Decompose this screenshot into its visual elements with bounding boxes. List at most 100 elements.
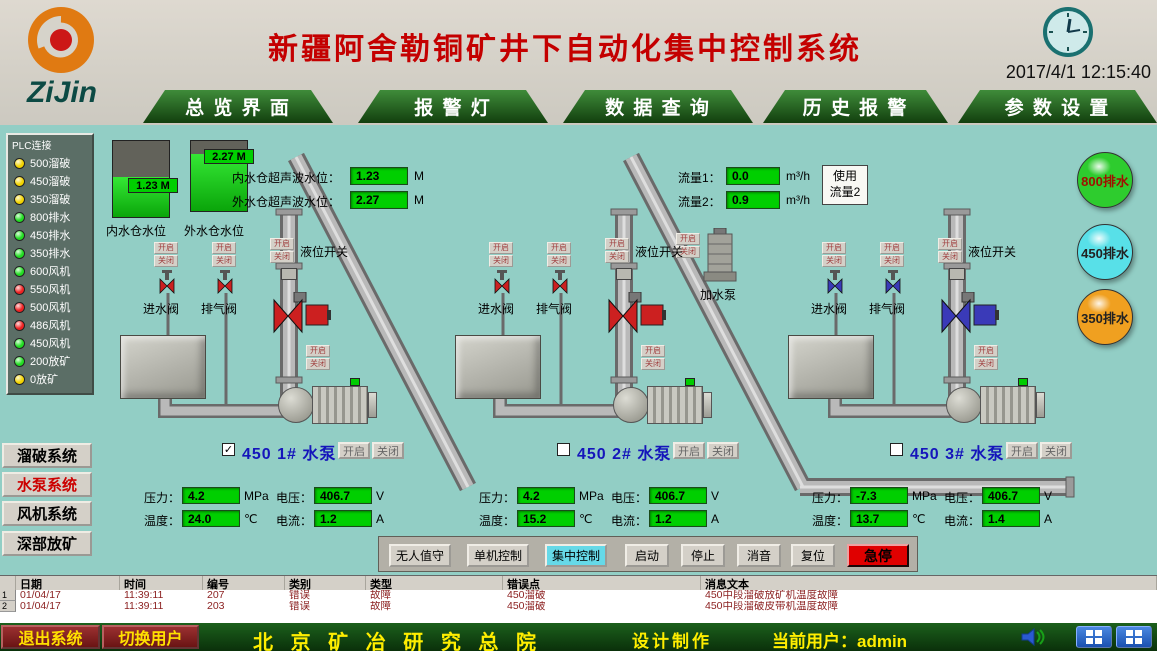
pump-select-checkbox[interactable]: ✓ [222, 443, 235, 456]
speaker-icon[interactable] [1020, 627, 1048, 647]
header: ZiJin 新疆阿舍勒铜矿井下自动化集中控制系统 2017/4/1 12:15:… [0, 0, 1157, 125]
main-valve[interactable] [603, 292, 667, 340]
reset-button[interactable]: 复位 [791, 544, 835, 567]
alarm-table: 日期 时间 编号 类别 类型 错误点 消息文本 1 01/04/17 11:39… [0, 575, 1157, 623]
pump-name: 450 1# 水泵 [242, 446, 337, 463]
temperature-label: 温度： [144, 514, 181, 528]
pump-unit-3: 开启 关闭 进水阀 开启 关闭 排气阀 开启 关闭 液位开关 [778, 230, 1078, 530]
sysbtn-pump[interactable]: 水泵系统 [2, 472, 92, 497]
use-flow2-button[interactable]: 使用 流量2 [822, 165, 868, 205]
level-switch-close-button[interactable]: 关闭 [270, 251, 294, 263]
footer-bar: 退出系统 切换用户 北 京 矿 冶 研 究 总 院 设计制作 当前用户：admi… [0, 623, 1157, 651]
datetime-display: 2017/4/1 12:15:40 [1005, 62, 1151, 82]
pump-select-checkbox[interactable] [557, 443, 570, 456]
outer-ultrasonic-value: 2.27 [350, 191, 408, 209]
plc-status-lamp [14, 211, 25, 223]
plc-status-item: 500溜破 [14, 155, 70, 171]
unattended-button[interactable]: 无人值守 [389, 544, 451, 567]
main-valve-close-button[interactable]: 关闭 [974, 358, 998, 370]
tab-history-alarm[interactable]: 历 史 报 警 [763, 90, 948, 123]
windows-taskbar-icon[interactable] [1116, 626, 1152, 648]
motor-cap [1036, 392, 1045, 418]
level-switch-close-button[interactable]: 关闭 [605, 251, 629, 263]
outer-sump-level-value: 2.27 M [204, 149, 254, 164]
main-valve-open-button[interactable]: 开启 [306, 345, 330, 357]
add-pump-close-button[interactable]: 关闭 [676, 246, 700, 258]
windows-taskbar-icon[interactable] [1076, 626, 1112, 648]
main-valve-close-button[interactable]: 关闭 [641, 358, 665, 370]
inlet-valve-open-button[interactable]: 开启 [822, 242, 846, 254]
level-switch-open-button[interactable]: 开启 [938, 238, 962, 250]
plc-status-item: 600风机 [14, 263, 70, 279]
level-switch-label: 液位开关 [968, 245, 1017, 259]
motor-cap [368, 392, 377, 418]
water-tank [455, 335, 541, 399]
pump-name: 450 2# 水泵 [577, 446, 672, 463]
tab-overview[interactable]: 总 览 界 面 [143, 90, 333, 123]
main-valve[interactable] [936, 292, 1000, 340]
main-valve[interactable] [268, 292, 332, 340]
pump-select-checkbox[interactable] [890, 443, 903, 456]
exhaust-valve-close-button[interactable]: 关闭 [547, 255, 571, 267]
tab-parameter-settings[interactable]: 参 数 设 置 [958, 90, 1157, 123]
start-button[interactable]: 启动 [625, 544, 669, 567]
alarm-row[interactable]: 1 01/04/17 11:39:11 207 错误 故障 450溜破 450中… [0, 590, 839, 601]
inlet-valve-close-button[interactable]: 关闭 [489, 255, 513, 267]
flow1-value: 0.0 [726, 167, 780, 185]
alarm-row[interactable]: 2 01/04/17 11:39:11 203 错误 故障 450溜破 450中… [0, 601, 839, 612]
drain-350-button[interactable]: 350排水 [1077, 289, 1133, 345]
sysbtn-fan[interactable]: 风机系统 [2, 501, 92, 526]
exhaust-valve-open-button[interactable]: 开启 [212, 242, 236, 254]
sysbtn-deep-drawing[interactable]: 深部放矿 [2, 531, 92, 556]
pressure-readout: 4.2 [517, 487, 575, 504]
plc-status-item: 486风机 [14, 317, 70, 333]
tab-alarm-lamp[interactable]: 报 警 灯 [358, 90, 548, 123]
exhaust-valve-open-button[interactable]: 开启 [547, 242, 571, 254]
pressure-readout: -7.3 [850, 487, 908, 504]
plc-status-item: 350排水 [14, 245, 70, 261]
tab-data-query[interactable]: 数 据 查 询 [563, 90, 753, 123]
col-error-point: 错误点 [503, 576, 701, 590]
outer-ultrasonic-label: 外水仓超声波水位： [232, 195, 341, 209]
pump-open-button[interactable]: 开启 [338, 442, 370, 459]
central-control-button[interactable]: 集中控制 [545, 544, 607, 567]
mute-button[interactable]: 消音 [737, 544, 781, 567]
inlet-valve-open-button[interactable]: 开启 [154, 242, 178, 254]
exhaust-valve-open-button[interactable]: 开启 [880, 242, 904, 254]
level-switch-close-button[interactable]: 关闭 [938, 251, 962, 263]
main-valve-open-button[interactable]: 开启 [641, 345, 665, 357]
add-pump-open-button[interactable]: 开启 [676, 233, 700, 245]
level-switch-icon [616, 268, 632, 280]
drain-450-button[interactable]: 450排水 [1077, 224, 1133, 280]
inlet-valve-close-button[interactable]: 关闭 [822, 255, 846, 267]
drain-800-button[interactable]: 800排水 [1077, 152, 1133, 208]
pump-close-button[interactable]: 关闭 [707, 442, 739, 459]
current-user: 当前用户：admin [772, 632, 908, 651]
sysbtn-crushing[interactable]: 溜破系统 [2, 443, 92, 468]
pump-close-button[interactable]: 关闭 [372, 442, 404, 459]
switch-user-button[interactable]: 切换用户 [102, 625, 199, 649]
exhaust-valve-close-button[interactable]: 关闭 [212, 255, 236, 267]
inlet-valve-close-button[interactable]: 关闭 [154, 255, 178, 267]
single-control-button[interactable]: 单机控制 [467, 544, 529, 567]
water-tank [120, 335, 206, 399]
stop-button[interactable]: 停止 [681, 544, 725, 567]
main-valve-close-button[interactable]: 关闭 [306, 358, 330, 370]
level-switch-open-button[interactable]: 开启 [605, 238, 629, 250]
flow2-label: 流量2： [678, 195, 721, 209]
exhaust-valve-close-button[interactable]: 关闭 [880, 255, 904, 267]
unit-mpa: MPa [244, 489, 269, 503]
unit-mpa: MPa [579, 489, 604, 503]
inner-ultrasonic-value: 1.23 [350, 167, 408, 185]
unit-a: A [1044, 512, 1053, 526]
voltage-readout: 406.7 [314, 487, 372, 504]
pump-open-button[interactable]: 开启 [673, 442, 705, 459]
main-valve-open-button[interactable]: 开启 [974, 345, 998, 357]
inlet-valve-open-button[interactable]: 开启 [489, 242, 513, 254]
pump-open-button[interactable]: 开启 [1006, 442, 1038, 459]
emergency-stop-button[interactable]: 急停 [847, 544, 909, 567]
exit-system-button[interactable]: 退出系统 [1, 625, 100, 649]
level-switch-open-button[interactable]: 开启 [270, 238, 294, 250]
exhaust-valve-icon [885, 270, 901, 294]
pump-close-button[interactable]: 关闭 [1040, 442, 1072, 459]
